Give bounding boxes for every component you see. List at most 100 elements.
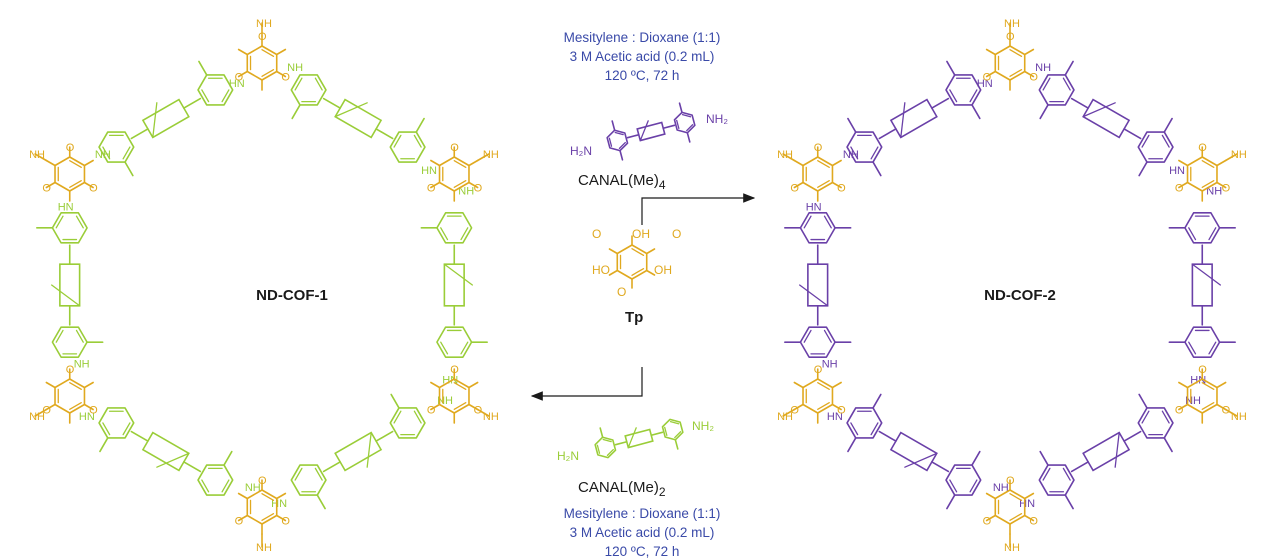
cof-right-ring-linker-5-ring-b-double-bond — [949, 89, 958, 103]
cof-right-ring-imine-hn: HN — [977, 78, 993, 90]
bottom-temperature-text: 120 ºC, 72 h — [605, 544, 680, 559]
cof-right-ring-linker-5-ring-b — [945, 74, 982, 106]
cof-left-ring-linker-5-ring-b-double-bond — [221, 89, 230, 103]
cof-left-ring-linker-2-bridge — [366, 431, 372, 468]
cof-right-ring-tp-node-4-substituent — [793, 403, 804, 411]
tp-substituent-bond — [645, 248, 656, 255]
cof-left-ring-tp-node-0-core — [246, 45, 278, 81]
cof-right-ring-tp-node-2-substituent — [1216, 403, 1227, 411]
cof-left-ring-tp-node-4-core-double-bond — [69, 401, 82, 410]
canal-me4-skeleton-methyl — [611, 120, 616, 132]
tp-substituent-bond — [608, 248, 619, 255]
tp-o-right: O — [672, 227, 681, 241]
canal-me4-label: CANAL(Me)4 — [578, 172, 666, 192]
cof-left-ring-linker-0-methyl — [415, 117, 425, 133]
cof-right-ring-imine-hn: HN — [1019, 498, 1035, 510]
bottom-conditions: Mesitylene : Dioxane (1:1) 3 M Acetic ac… — [564, 506, 721, 559]
cof-right-ring-linker-5 — [846, 60, 982, 177]
cof-right-ring-tp-node-4-core-double-bond — [817, 401, 830, 410]
cof-right-ring-linker-5-ring-a-double-bond — [870, 146, 879, 160]
cof-left-ring-linker-4-ring-a — [51, 326, 88, 358]
cof-left-ring-linker-2-cyclobutane — [334, 431, 383, 472]
tp-ho-left: HO — [592, 263, 610, 277]
cof-right-ring-tp-node-3-core-double-bond — [1009, 512, 1023, 521]
cof-right-ring-tp-node-0-substituent — [985, 48, 997, 56]
cof-left-ring-linker-0-ring-a-double-bond — [314, 77, 323, 91]
canal-me2-skeleton-cyclobutane — [624, 428, 654, 449]
cof-right-ring-tp-node-3: OOO — [983, 475, 1038, 535]
cof-left-ring-linker-3-ring-b-double-bond — [122, 422, 131, 436]
cof-right-ring-linker-3-ring-b — [846, 407, 883, 439]
cof-right-ring-linker-3-ring-a — [945, 464, 982, 496]
cof-left-ring-linker-1 — [420, 212, 488, 358]
cof-left-ring-tp-node-1-carbonyl-o: O — [427, 183, 436, 195]
cof-left-ring-tp-node-4: OOO — [42, 364, 98, 424]
nd-cof-2-framework: NHHNNHHNNHHNNHHNNHHNNHHNOOONHOOONHOOONHO… — [777, 18, 1247, 554]
cof-right-ring-linker-4-ring-a — [799, 326, 836, 358]
cof-left-ring-imine-nh: NH — [95, 149, 111, 161]
cof-left-ring-tp-node-1-carbonyl-o: O — [450, 142, 459, 154]
cof-left-ring-tp-node-1: OOO — [427, 142, 483, 202]
cof-right-ring-tp-node-2-substituent — [1216, 381, 1227, 389]
cof-right-ring-tp-node-5-core-double-bond — [817, 179, 830, 188]
cof-right-ring-tp-node-0-core — [994, 45, 1026, 81]
top-conditions: Mesitylene : Dioxane (1:1) 3 M Acetic ac… — [564, 30, 721, 83]
cof-right-ring-linker-2-ring-b-double-bond — [1062, 467, 1071, 481]
cof-right-ring-tp-node-2-substituent — [1178, 403, 1189, 411]
linker-top-amine-left: H₂N — [570, 144, 592, 158]
cof-right-ring-tp-node-1: OOO — [1175, 142, 1231, 202]
cof-right-ring-imine-nh: NH — [822, 359, 838, 371]
cof-left-ring-linker-1-ring-a — [436, 212, 473, 244]
cof-right-ring-tp-node-5-substituent — [793, 159, 804, 167]
cof-right-ring-linker-2-methyl — [1138, 393, 1148, 409]
cof-left-ring-linker-0-methyl — [291, 104, 301, 120]
cof-right-ring-linker-4-bridge — [798, 284, 829, 307]
canal-me4-skeleton-methyl — [686, 131, 691, 143]
cof-right-ring-outward-nh: NH — [1004, 542, 1020, 554]
cof-left-ring-linker-0-bond-right — [375, 128, 394, 140]
cof-right-ring-tp-node-1-core-double-bond — [1201, 179, 1215, 188]
canal-me2-skeleton-bond-right — [650, 431, 664, 437]
cof-right-ring-outward-bond — [782, 408, 796, 417]
cof-right-ring-linker-0-methyl — [1163, 117, 1173, 133]
cof-left-ring-linker-3-cyclobutane — [141, 431, 190, 472]
cof-right-ring-linker-3-methyl — [946, 494, 956, 510]
cof-left-ring-tp-node-3-substituent — [237, 492, 249, 500]
cof-right-ring-tp-node-0-substituent — [1023, 48, 1035, 56]
cof-right-ring-linker-0-bridge — [1082, 102, 1116, 118]
cof-right-ring-tp-node-5-substituent — [793, 181, 804, 189]
cof-right-ring-tp-node-5: OOO — [790, 142, 846, 202]
cof-right-ring-tp-node-1-substituent — [1178, 181, 1189, 189]
cof-left-ring-outward-bond — [34, 153, 48, 162]
cof-right-ring-tp-node-3-substituent — [1023, 514, 1035, 522]
cof-right-ring-tp-node-3-substituent — [1023, 492, 1035, 500]
cof-right-ring-linker-1-cyclobutane — [1191, 263, 1213, 307]
cof-left-ring-tp-node-5-core-double-bond — [69, 179, 82, 188]
cof-right-ring-linker-3-methyl — [872, 393, 882, 409]
cof-right-ring-tp-node-0-carbonyl-o: O — [1029, 72, 1038, 84]
cof-right-ring-linker-2-ring-b — [1038, 464, 1075, 496]
cof-left-ring-linker-0-ring-b — [389, 131, 426, 163]
cof-left-ring-tp-node-5-substituent — [45, 181, 56, 189]
cof-right-ring-tp-node-4-core — [802, 378, 834, 414]
cof-left-ring-linker-5-ring-a-double-bond — [122, 146, 131, 160]
cof-right-ring-linker-5-cyclobutane — [889, 98, 938, 139]
cof-right-ring-linker-3-cyclobutane — [889, 431, 938, 472]
cof-right-ring-tp-node-0-substituent — [1023, 70, 1035, 78]
cof-right-ring-linker-1-ring-a-double-bond — [1188, 227, 1197, 241]
cof-left-ring-linker-5-bond-right — [183, 97, 202, 109]
canal-me4-skeleton — [606, 102, 696, 161]
cof-right-ring-linker-1-ring-a-double-bond — [1208, 227, 1217, 241]
tp-label: Tp — [625, 309, 643, 326]
cof-right-ring-outward-nh: NH — [1231, 411, 1247, 423]
cof-left-ring-tp-node-2-carbonyl-o: O — [450, 364, 459, 376]
bottom-acid-text: 3 M Acetic acid (0.2 mL) — [570, 525, 715, 540]
cof-right-ring-linker-5-methyl — [847, 117, 857, 133]
cof-right-ring-linker-5-methyl — [946, 60, 956, 76]
cof-right-ring-linker-5-methyl — [872, 161, 882, 177]
cof-left-ring-tp-node-5-substituent — [83, 159, 94, 167]
tp-o-left: O — [592, 227, 601, 241]
cof-right-ring-linker-1-ring-b-double-bond — [1208, 341, 1217, 355]
cof-left-ring-linker-4-ring-b — [51, 212, 88, 244]
cof-right-ring-tp-node-3-carbonyl-o: O — [1029, 516, 1038, 528]
